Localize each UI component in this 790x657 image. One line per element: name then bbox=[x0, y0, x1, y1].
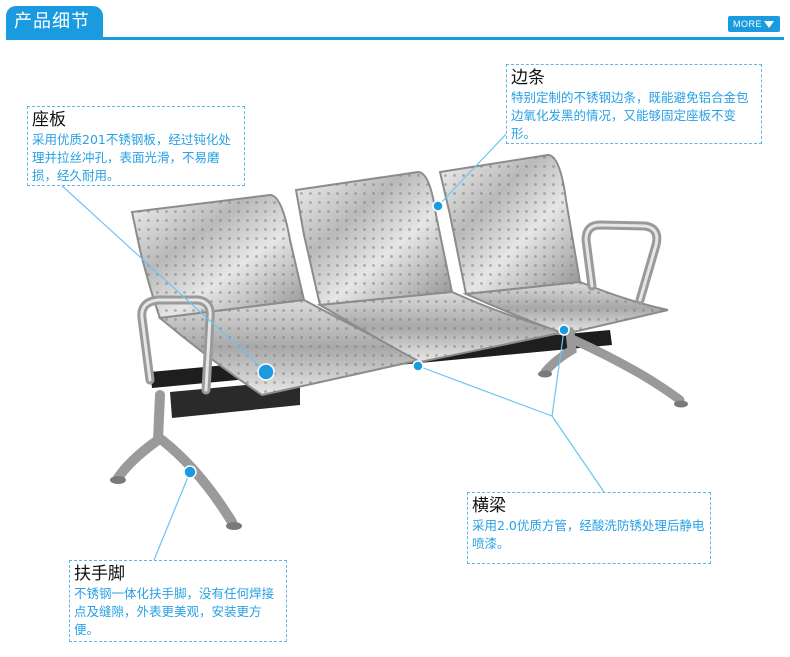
seat-pans bbox=[157, 280, 669, 397]
more-button[interactable]: MORE bbox=[728, 16, 780, 32]
callout-seat-board: 座板 采用优质201不锈钢板，经过钝化处理并拉丝冲孔，表面光滑，不易磨损，经久耐… bbox=[27, 106, 245, 186]
section-title: 产品细节 bbox=[14, 11, 90, 32]
callout-markers bbox=[183, 200, 570, 479]
callout-description: 不锈钢一体化扶手脚，没有任何焊接点及缝隙，外表更美观，安装更方便。 bbox=[74, 586, 275, 637]
callout-edge-strip: 边条 特别定制的不锈钢边条，既能避免铝合金包边氧化发黑的情况，又能够固定座板不变… bbox=[506, 64, 762, 144]
more-label: MORE bbox=[733, 19, 762, 29]
callout-title: 座板 bbox=[32, 110, 66, 130]
callout-title: 扶手脚 bbox=[74, 564, 125, 584]
callout-crossbeam: 横梁 采用2.0优质方管，经酸洗防锈处理后静电喷漆。 bbox=[467, 492, 711, 564]
chevron-down-icon bbox=[764, 21, 774, 28]
callout-description: 采用优质201不锈钢板，经过钝化处理并拉丝冲孔，表面光滑，不易磨损，经久耐用。 bbox=[32, 132, 231, 183]
callout-armrest-leg: 扶手脚 不锈钢一体化扶手脚，没有任何焊接点及缝隙，外表更美观，安装更方便。 bbox=[69, 560, 287, 642]
callout-description: 采用2.0优质方管，经酸洗防锈处理后静电喷漆。 bbox=[472, 518, 705, 551]
callout-description: 特别定制的不锈钢边条，既能避免铝合金包边氧化发黑的情况，又能够固定座板不变形。 bbox=[511, 90, 749, 141]
header-divider bbox=[6, 37, 784, 40]
chair-legs bbox=[110, 327, 688, 530]
callout-title: 边条 bbox=[511, 68, 545, 88]
leader-lines bbox=[35, 129, 605, 561]
section-header: 产品细节 MORE bbox=[0, 0, 790, 42]
callout-title: 横梁 bbox=[472, 496, 506, 516]
armrests bbox=[137, 220, 662, 395]
section-tab bbox=[6, 6, 103, 38]
seat-backs bbox=[130, 153, 582, 320]
